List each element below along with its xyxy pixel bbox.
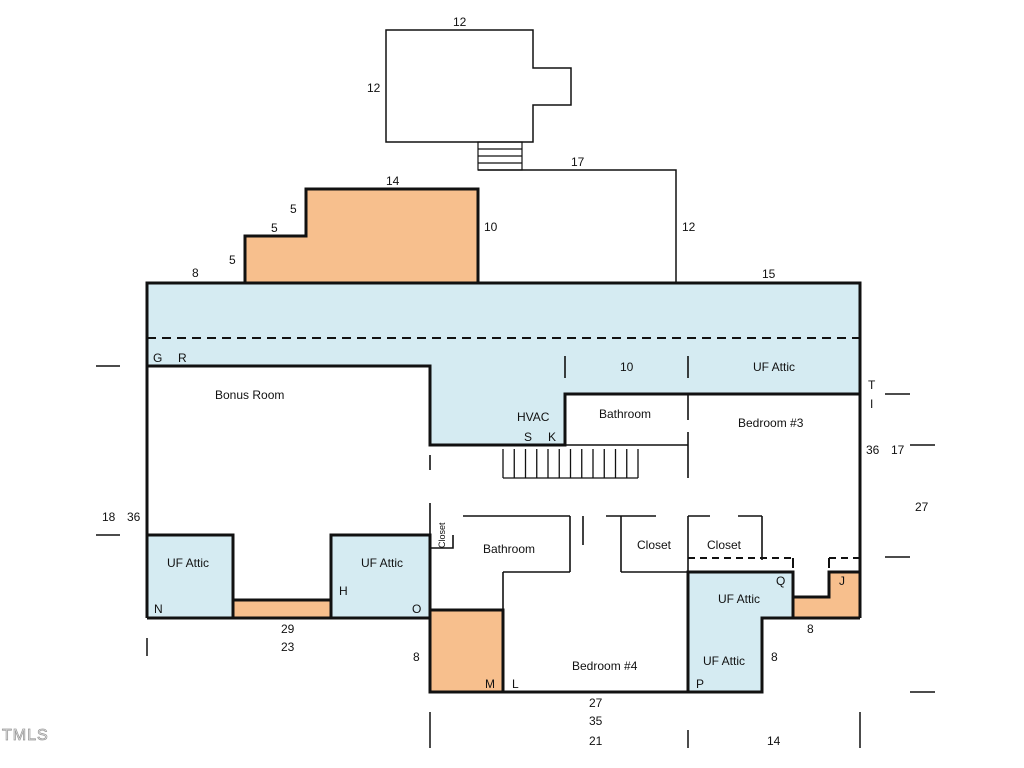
- dim-right-27: 27: [915, 500, 929, 514]
- label-uf-attic-right-bottom: UF Attic: [703, 654, 745, 668]
- dim-top-box-h: 12: [367, 81, 381, 95]
- point-k: K: [548, 430, 556, 444]
- dim-step-5c: 5: [229, 253, 236, 267]
- attic-band: [147, 283, 860, 445]
- label-bathroom-upper: Bathroom: [599, 407, 651, 421]
- dim-bottom-29: 29: [281, 622, 295, 636]
- point-h: H: [339, 584, 348, 598]
- dim-bottom-8-left: 8: [413, 650, 420, 664]
- point-l: L: [512, 677, 519, 691]
- point-r: R: [178, 351, 187, 365]
- point-q: Q: [776, 574, 785, 588]
- watermark-logo: TMLS: [2, 727, 49, 744]
- dim-mid-10: 10: [620, 360, 634, 374]
- label-closet-right: Closet: [707, 538, 742, 552]
- dim-bottom-27: 27: [589, 696, 603, 710]
- uf-attic-mid-area: [331, 535, 430, 618]
- point-s: S: [524, 430, 532, 444]
- dim-bottom-8-right: 8: [807, 622, 814, 636]
- label-uf-attic-left: UF Attic: [167, 556, 209, 570]
- point-i: I: [870, 397, 873, 411]
- orange-block-m: [430, 610, 503, 692]
- point-n: N: [154, 602, 163, 616]
- uf-attic-right-top-area: [688, 572, 793, 618]
- label-bedroom-4: Bedroom #4: [572, 659, 638, 673]
- label-bathroom-lower: Bathroom: [483, 542, 535, 556]
- dim-deck-h-left: 10: [484, 220, 498, 234]
- label-uf-attic-right-top: UF Attic: [718, 592, 760, 606]
- dim-bottom-35: 35: [589, 714, 603, 728]
- point-t: T: [868, 378, 876, 392]
- dim-bottom-14: 14: [767, 734, 781, 748]
- point-p: P: [696, 677, 704, 691]
- point-m: M: [485, 677, 495, 691]
- dim-right-17: 17: [891, 443, 905, 457]
- point-j: J: [839, 574, 845, 588]
- dim-top-box-w: 12: [453, 15, 467, 29]
- uf-attic-right-bottom-area: [688, 618, 762, 692]
- deck-outline: [478, 169, 677, 283]
- orange-corner-j: [793, 572, 860, 618]
- label-hvac: HVAC: [517, 410, 550, 424]
- dim-left-18: 18: [102, 510, 116, 524]
- dim-left-36: 36: [127, 510, 141, 524]
- dim-main-left: 8: [192, 266, 199, 280]
- label-bonus-room: Bonus Room: [215, 388, 284, 402]
- dim-orange-top: 14: [386, 174, 400, 188]
- point-g: G: [153, 351, 162, 365]
- main-stairs: [502, 449, 639, 479]
- dim-main-right: 15: [762, 267, 776, 281]
- dim-step-5a: 5: [290, 202, 297, 216]
- dim-deck-h-right: 12: [682, 220, 696, 234]
- orange-strip-bottom: [233, 600, 331, 618]
- uf-attic-left-area: [147, 535, 233, 618]
- dim-bottom-21: 21: [589, 734, 603, 748]
- top-box-outline: [385, 29, 572, 143]
- dim-bottom-8-mid: 8: [771, 650, 778, 664]
- point-o: O: [412, 602, 421, 616]
- label-uf-attic-top: UF Attic: [753, 360, 795, 374]
- dim-step-5b: 5: [271, 221, 278, 235]
- label-bedroom-3: Bedroom #3: [738, 416, 804, 430]
- dim-deck-w: 17: [571, 155, 585, 169]
- label-closet-mid: Closet: [637, 538, 672, 552]
- label-closet-small: Closet: [437, 522, 447, 548]
- dimension-ticks: [96, 365, 935, 748]
- dim-right-36: 36: [866, 443, 880, 457]
- interior-walls: [429, 356, 763, 610]
- top-stairs: [477, 141, 523, 171]
- label-uf-attic-mid: UF Attic: [361, 556, 403, 570]
- dim-bottom-23: 23: [281, 640, 295, 654]
- orange-porch-border: [243, 187, 480, 283]
